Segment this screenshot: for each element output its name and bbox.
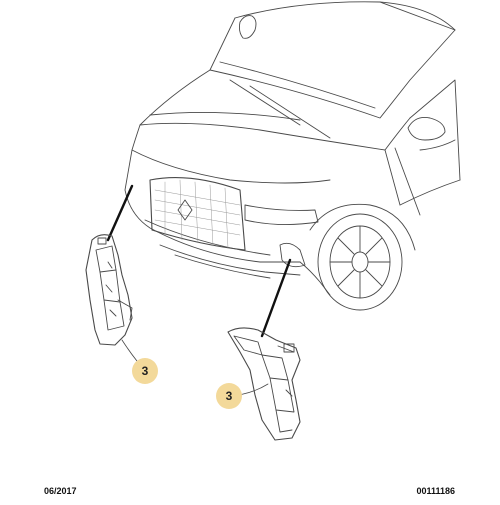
right-bracket-part [227,327,301,441]
front-grille [149,176,246,251]
front-wheel [309,203,416,311]
car-body [124,1,461,296]
footer-date: 06/2017 [44,486,77,496]
callout-3-left: 3 [132,358,158,384]
footer-reference-number: 00111186 [416,486,455,496]
callout-3-right: 3 [216,383,242,409]
left-bracket-part [85,234,133,346]
